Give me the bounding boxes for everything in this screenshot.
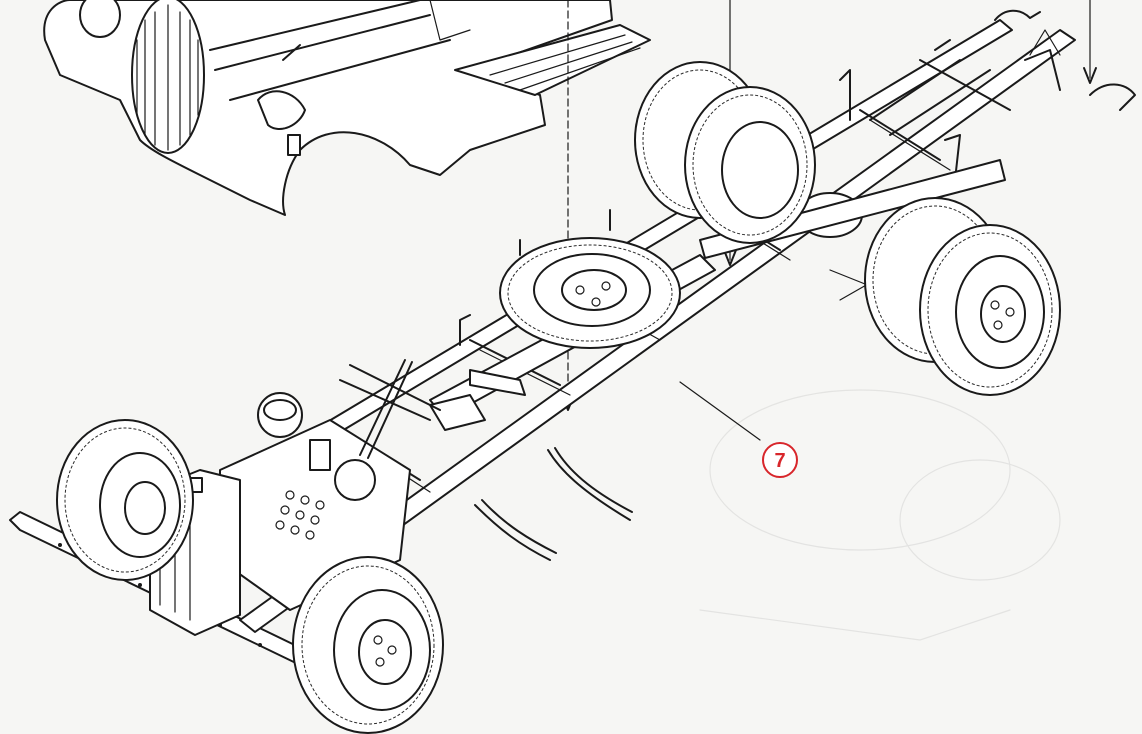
callout-leader-line <box>679 381 761 441</box>
shift-lever <box>359 359 413 459</box>
front-wheel-left <box>56 419 194 581</box>
headlight-right <box>257 90 306 130</box>
faint-background-sketch <box>699 389 1061 641</box>
rear-hook-left <box>994 9 1041 21</box>
callout-7: 7 <box>679 381 798 478</box>
headlight-left <box>79 0 121 38</box>
callout-circle <box>762 442 798 478</box>
loose-brackets <box>474 447 633 561</box>
arrow-head-3 <box>1083 67 1097 84</box>
radiator-grille <box>131 0 205 154</box>
rear-hook-right <box>1089 83 1136 111</box>
rear-wheel-right-dual <box>864 197 1061 396</box>
callout-number: 7 <box>774 450 785 472</box>
front-wheel-right <box>292 556 444 734</box>
arrow-head-2 <box>723 249 737 266</box>
rear-wheel-left-dual <box>634 61 816 244</box>
cab-front-body <box>43 0 651 216</box>
spare-tire <box>499 237 681 349</box>
